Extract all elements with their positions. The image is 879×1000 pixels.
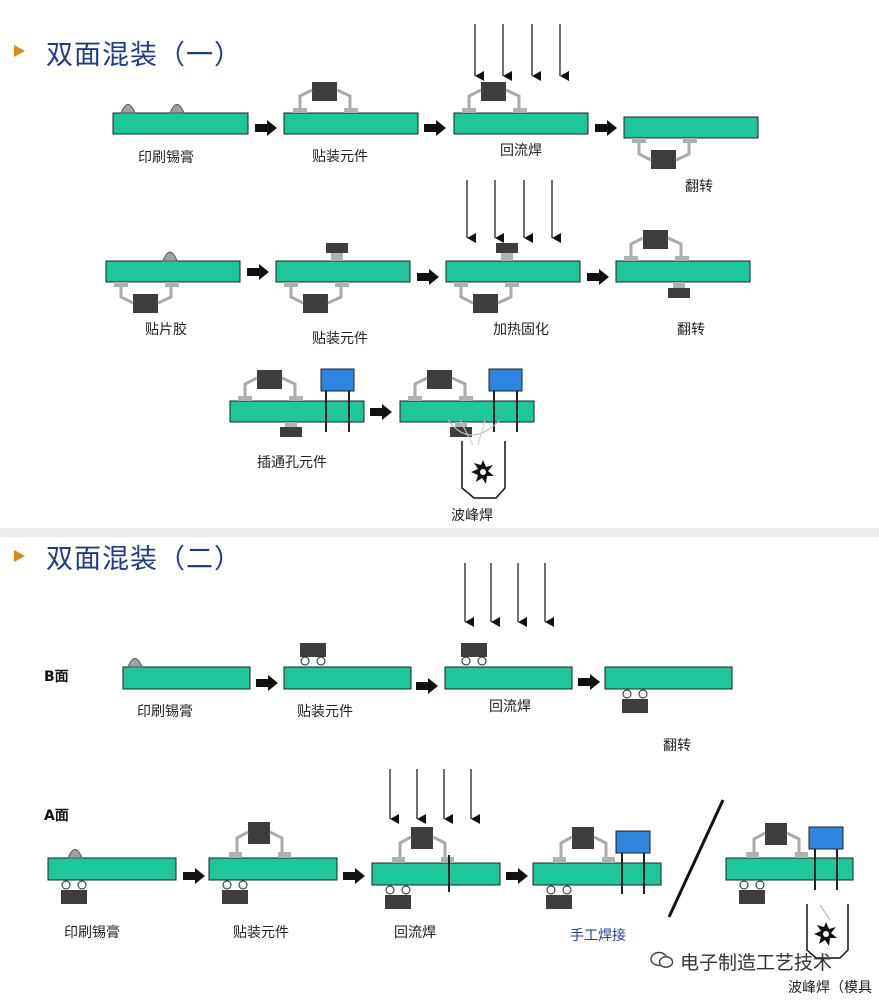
bullet-marker — [14, 45, 25, 57]
smd-component-top — [553, 827, 615, 863]
s2-rowA — [47, 769, 854, 959]
wave-solder-nozzle — [447, 419, 506, 499]
step-label: 印刷锡膏 — [137, 704, 193, 720]
board — [122, 666, 251, 690]
section-title-1: 双面混装（一） — [46, 40, 242, 71]
step-label: 贴片胶 — [145, 322, 187, 338]
glue-dot — [162, 251, 178, 262]
step-label: 印刷锡膏 — [138, 150, 194, 166]
chip-bottom — [222, 890, 248, 904]
step-label: 印刷锡膏 — [64, 925, 120, 941]
through-hole-component — [615, 830, 651, 854]
board — [623, 116, 759, 139]
step-label: 回流焊 — [394, 925, 436, 941]
step-label: 波峰焊 — [451, 508, 493, 524]
step-label: 加热固化 — [493, 322, 549, 338]
board — [208, 857, 338, 881]
chat-bubble-icon — [650, 951, 674, 968]
step-label: 贴装元件 — [297, 704, 353, 720]
s1-row1 — [112, 24, 759, 169]
chip-bottom — [546, 895, 572, 909]
step-label: 贴装元件 — [312, 149, 368, 165]
board — [445, 260, 581, 283]
chip-top — [300, 643, 326, 657]
chip-bottom — [280, 427, 302, 437]
step-label: 贴装元件 — [233, 925, 289, 941]
step-label: 手工焊接 — [570, 928, 626, 944]
chip-bottom — [385, 895, 411, 909]
section-title-2: 双面混装（二） — [46, 544, 242, 575]
smd-component-top — [229, 822, 291, 858]
s2-rowB — [122, 563, 733, 713]
smd-component-bottom — [632, 138, 697, 169]
board — [615, 260, 751, 283]
chip-bottom — [622, 699, 648, 713]
smd-component-bottom — [114, 282, 179, 313]
step-label: 翻转 — [685, 179, 713, 195]
step-label: 翻转 — [663, 738, 691, 754]
slide-double-sided-mixed-2 — [0, 537, 879, 1000]
smd-component-top — [624, 230, 689, 261]
watermark-text: 电子制造工艺技术 — [680, 952, 833, 974]
smd-component-bottom — [284, 282, 349, 313]
step-label: 翻转 — [677, 322, 705, 338]
wave-solder-nozzle — [806, 904, 849, 959]
step-label: 贴装元件 — [312, 331, 368, 347]
chip-top — [461, 643, 487, 657]
chip-top — [326, 243, 348, 253]
board — [399, 400, 535, 423]
step-label: 回流焊 — [500, 143, 542, 159]
s1-row3 — [229, 368, 535, 499]
board — [275, 260, 411, 283]
board — [532, 862, 662, 886]
step-label: 插通孔元件 — [257, 455, 327, 471]
smd-component-top — [746, 823, 808, 858]
board — [229, 400, 365, 423]
bullet-marker — [14, 550, 25, 562]
smd-component-top — [462, 82, 527, 113]
solder-paste — [120, 104, 136, 114]
through-hole-component — [488, 368, 523, 392]
board — [371, 862, 501, 886]
step-label: 回流焊 — [489, 699, 531, 715]
through-hole-component — [320, 368, 355, 392]
smd-component-top — [408, 370, 473, 401]
board — [105, 260, 241, 283]
solder-paste — [169, 104, 185, 114]
board — [283, 666, 412, 690]
smd-component-top — [293, 82, 358, 113]
side-label-a: A面 — [44, 808, 69, 824]
board — [112, 112, 249, 135]
s1-row2 — [105, 180, 751, 313]
board — [604, 666, 733, 690]
board — [444, 666, 573, 690]
smd-component-top — [392, 827, 454, 863]
board — [47, 857, 177, 881]
chip-bottom — [668, 288, 690, 298]
slide-divider — [0, 528, 879, 537]
chip-bottom — [739, 890, 765, 904]
solder-paste — [127, 658, 143, 668]
alternative-separator — [667, 799, 725, 918]
board — [453, 112, 589, 135]
side-label-b: B面 — [44, 669, 69, 685]
board — [283, 112, 419, 135]
chip-top — [496, 243, 518, 253]
smd-component-top — [238, 370, 303, 401]
smd-component-bottom — [454, 282, 519, 313]
solder-paste — [67, 849, 83, 859]
step-label: 波峰焊（模具 — [788, 980, 872, 996]
board — [725, 857, 854, 881]
chip-bottom — [61, 890, 87, 904]
through-hole-component — [808, 826, 844, 850]
